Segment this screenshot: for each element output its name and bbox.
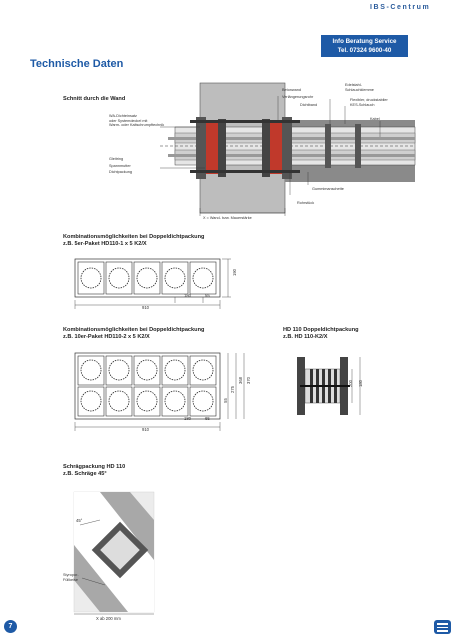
combo2-dim-edge: 65 [205, 416, 210, 421]
contact-badge: Info Beratung Service Tel. 07324 9600-40 [321, 35, 408, 57]
wall-cross-section [160, 82, 416, 216]
label-line: Dichtpackung [109, 170, 133, 175]
brand-name: IBS-Centrum [370, 4, 431, 11]
label-steel-clamp: Edelstahl- Schlauchklemme [345, 83, 374, 92]
label-wall-thickness: X = Wand- bzw. Mauerstärke [203, 216, 252, 220]
label-cable: Kabel [370, 117, 380, 121]
label-line: Schlauchklemme [345, 87, 374, 92]
menu-icon[interactable] [434, 620, 451, 634]
badge-line-phone: Tel. 07324 9600-40 [337, 47, 392, 54]
label-line: Gleitring [109, 157, 124, 161]
label-rubber-sleeve: Gummimanschette [312, 187, 344, 191]
label-pipe-piece: Rohrstück [297, 201, 315, 205]
combo2-dim-a: 55 [222, 398, 228, 403]
heading-line: Schrägpackung HD 110 [63, 464, 126, 470]
label-line: Warm- oder Kaltschrumpftechnik [109, 123, 165, 128]
hd110-heading: HD 110 Doppeldichtpackung z.B. HD 110-K2… [283, 327, 359, 341]
combo2-dim-b: 275 [230, 386, 235, 393]
heading-line: Kombinationsmöglichkeiten bei Doppeldich… [63, 327, 205, 333]
combo2-dim-width: 910 [142, 427, 149, 432]
combo2-heading: Kombinationsmöglichkeiten bei Doppeldich… [63, 327, 204, 341]
label-concrete-wall: Betonwand [282, 88, 301, 92]
wall-section-heading: Schnitt durch die Wand [63, 96, 126, 102]
label-flex-hose: Flexibler, druckstabiler KES-Schlauch [350, 98, 388, 107]
label-wall-seal: WA-Dichteinsatz oder Systemdeckel mit Wa… [109, 114, 164, 128]
combo1-dim-edge: 55 [205, 293, 210, 298]
hd110-dim-inner: 200 [348, 380, 353, 387]
badge-line-service: Info Beratung Service [332, 38, 397, 45]
label-line: Styropor- [63, 573, 79, 577]
five-pack-drawing [74, 258, 231, 309]
hd110-drawing [297, 357, 361, 415]
combo1-dim-width: 910 [142, 305, 149, 310]
heading-line: z.B. 5er-Paket HD110-1 x 5 K2/X [63, 241, 147, 247]
combo1-dim-height: 190 [232, 269, 237, 276]
combo2-dim-d: 370 [246, 377, 251, 384]
page-number: 7 [4, 620, 17, 633]
ten-pack-drawing [74, 352, 245, 431]
label-line: KES-Schlauch [350, 102, 375, 107]
label-sliding-parts: Gleitring Spannmutter Dichtpackung [109, 157, 132, 175]
label-line: WA-Dichteinsatz [109, 114, 137, 118]
label-extension-pipe: Verlängerungsrohr [282, 95, 314, 99]
angle-dim-x: X ab 200 mm [96, 616, 121, 621]
heading-line: z.B. Schräge 45° [63, 471, 107, 477]
angle-pack-drawing [73, 491, 155, 615]
filler-label: Styropor- Füllkeise [63, 573, 79, 582]
label-line: oder Systemdeckel mit [109, 118, 148, 123]
heading-line: z.B. 10er-Paket HD110-2 x 5 K2/X [63, 334, 150, 340]
hd110-dim-outer: 180 [358, 380, 363, 387]
page-title: Technische Daten [30, 58, 124, 70]
combo2-dim-pitch: 180 [184, 416, 191, 421]
label-line: Spannmutter [109, 163, 131, 168]
angle-heading: Schrägpackung HD 110 z.B. Schräge 45° [63, 464, 125, 478]
heading-line: Kombinationsmöglichkeiten bei Doppeldich… [63, 234, 205, 240]
heading-line: HD 110 Doppeldichtpackung [283, 327, 359, 333]
combo2-dim-c: 368 [238, 377, 243, 384]
label-line: Füllkeise [63, 577, 78, 582]
label-line: Flexibler, druckstabiler [350, 98, 388, 102]
angle-label: 45° [76, 518, 83, 523]
label-sealing-band: Dichtband [300, 103, 318, 107]
combo1-dim-pitch: 180 [184, 293, 191, 298]
combo1-heading: Kombinationsmöglichkeiten bei Doppeldich… [63, 234, 204, 248]
label-line: Edelstahl- [345, 83, 362, 87]
heading-line: z.B. HD 110-K2/X [283, 334, 328, 340]
